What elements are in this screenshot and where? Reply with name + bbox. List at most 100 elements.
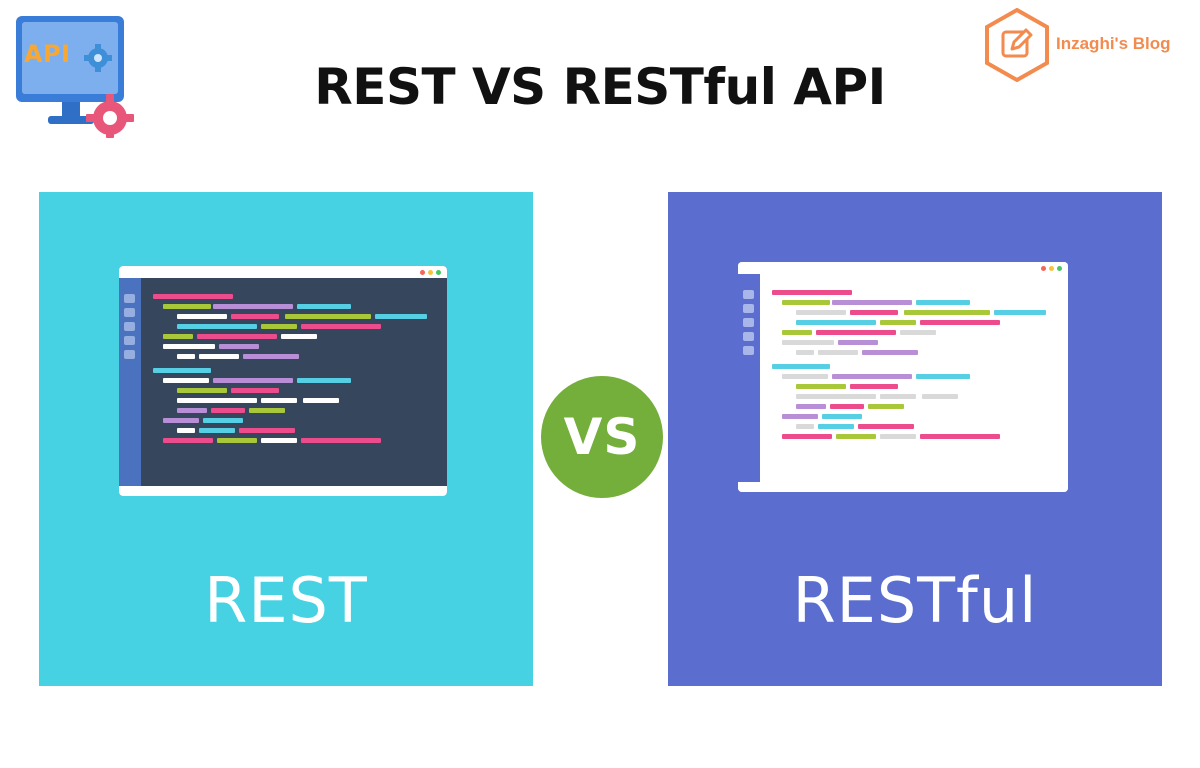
code-line xyxy=(199,428,235,433)
sidebar-button xyxy=(743,304,754,313)
sidebar-button xyxy=(124,322,135,331)
code-line xyxy=(830,404,864,409)
code-line xyxy=(838,340,878,345)
code-line xyxy=(163,378,209,383)
sidebar-button xyxy=(124,294,135,303)
window-titlebar xyxy=(738,262,1068,274)
sidebar-button xyxy=(743,346,754,355)
window-dot-icon xyxy=(1049,266,1054,271)
code-line xyxy=(796,310,846,315)
code-line xyxy=(782,330,812,335)
code-line xyxy=(796,384,846,389)
code-line xyxy=(868,404,904,409)
window-sidebar xyxy=(738,274,760,482)
code-line xyxy=(796,320,876,325)
code-line xyxy=(850,310,898,315)
code-line xyxy=(213,378,293,383)
sidebar-button xyxy=(743,318,754,327)
blog-brand: Inzaghi's Blog xyxy=(984,8,1194,82)
sidebar-button xyxy=(124,350,135,359)
code-line xyxy=(301,438,381,443)
code-line xyxy=(177,388,227,393)
sidebar-button xyxy=(743,332,754,341)
code-line xyxy=(782,434,832,439)
window-dot-icon xyxy=(436,270,441,275)
restful-label: RESTful xyxy=(792,564,1038,637)
code-line xyxy=(213,304,293,309)
code-lines xyxy=(119,266,447,496)
code-line xyxy=(177,314,227,319)
blog-name: Inzaghi's Blog xyxy=(1056,34,1171,53)
api-monitor-logo: API xyxy=(14,14,140,138)
code-line xyxy=(858,424,914,429)
code-line xyxy=(818,424,854,429)
window-dot-icon xyxy=(1041,266,1046,271)
code-line xyxy=(782,300,830,305)
code-line xyxy=(782,374,828,379)
page-title: REST VS RESTful API xyxy=(314,58,886,116)
code-line xyxy=(904,310,990,315)
code-line xyxy=(261,438,297,443)
code-line xyxy=(916,374,970,379)
code-line xyxy=(816,330,896,335)
api-logo-text: API xyxy=(24,40,71,68)
code-line xyxy=(153,368,211,373)
code-line xyxy=(239,428,295,433)
window-sidebar xyxy=(119,278,141,486)
code-lines xyxy=(738,262,1068,492)
code-line xyxy=(163,304,211,309)
code-line xyxy=(920,434,1000,439)
code-line xyxy=(203,418,243,423)
code-line xyxy=(261,324,297,329)
restful-code-window xyxy=(738,262,1068,492)
code-line xyxy=(163,334,193,339)
code-line xyxy=(832,300,912,305)
code-line xyxy=(796,404,826,409)
rest-panel: REST xyxy=(39,192,533,686)
code-line xyxy=(249,408,285,413)
monitor-gear-icon xyxy=(16,16,134,138)
code-line xyxy=(231,388,279,393)
code-line xyxy=(862,350,918,355)
code-line xyxy=(231,314,279,319)
code-line xyxy=(199,354,239,359)
edit-icon xyxy=(985,8,1049,82)
window-dot-icon xyxy=(1057,266,1062,271)
code-line xyxy=(796,424,814,429)
code-line xyxy=(900,330,936,335)
code-line xyxy=(375,314,427,319)
restful-panel: RESTful xyxy=(668,192,1162,686)
code-line xyxy=(994,310,1046,315)
code-line xyxy=(836,434,876,439)
code-line xyxy=(177,428,195,433)
code-line xyxy=(922,394,958,399)
code-line xyxy=(219,344,259,349)
code-line xyxy=(163,438,213,443)
window-dot-icon xyxy=(420,270,425,275)
code-line xyxy=(297,304,351,309)
code-line xyxy=(285,314,371,319)
code-line xyxy=(818,350,858,355)
window-footer xyxy=(738,482,1068,492)
code-line xyxy=(772,290,852,295)
code-line xyxy=(920,320,1000,325)
code-line xyxy=(211,408,245,413)
code-line xyxy=(782,340,834,345)
code-line xyxy=(796,394,876,399)
code-line xyxy=(297,378,351,383)
code-line xyxy=(177,324,257,329)
rest-code-window xyxy=(119,266,447,496)
code-line xyxy=(177,354,195,359)
code-line xyxy=(177,408,207,413)
code-line xyxy=(796,350,814,355)
code-line xyxy=(243,354,299,359)
code-line xyxy=(850,384,898,389)
code-line xyxy=(261,398,297,403)
code-line xyxy=(880,434,916,439)
code-line xyxy=(153,294,233,299)
code-line xyxy=(822,414,862,419)
window-footer xyxy=(119,486,447,496)
code-line xyxy=(916,300,970,305)
vs-badge: VS xyxy=(541,376,663,498)
code-line xyxy=(303,398,339,403)
